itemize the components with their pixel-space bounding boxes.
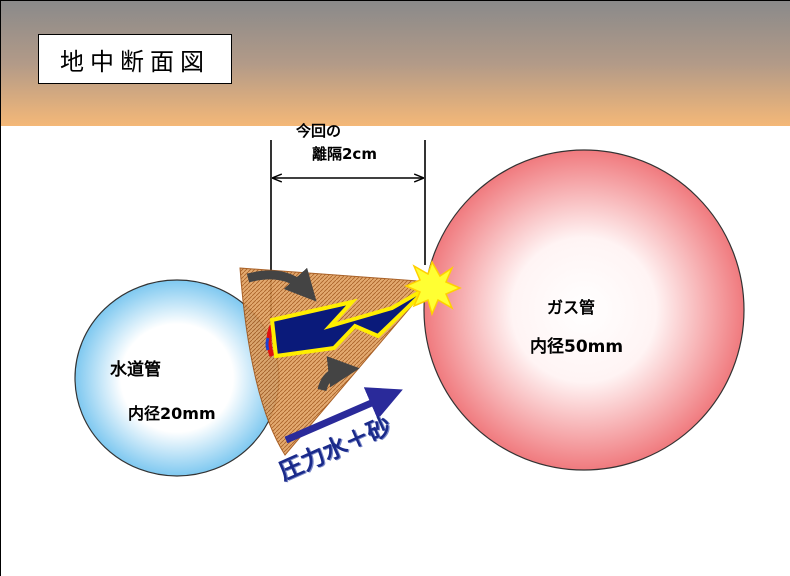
flow-arrow-lower (317, 356, 360, 392)
gap-label-line1: 今回の (296, 122, 342, 140)
water-pipe-label: 水道管 (110, 360, 161, 380)
gas-pipe-diameter: 内径50mm (530, 337, 624, 357)
jet-arrow (284, 387, 403, 444)
gas-pipe-label: ガス管 (547, 298, 596, 317)
gas-pipe (423, 149, 745, 471)
gap-label-line2: 離隔2cm (312, 145, 377, 163)
page-title: 地中断面図 (38, 34, 232, 84)
water-pipe-diameter: 内径20mm (128, 404, 216, 423)
lightning-bolt-icon (269, 284, 432, 359)
spark-icon (404, 260, 462, 317)
flow-arrow-upper (246, 267, 317, 302)
